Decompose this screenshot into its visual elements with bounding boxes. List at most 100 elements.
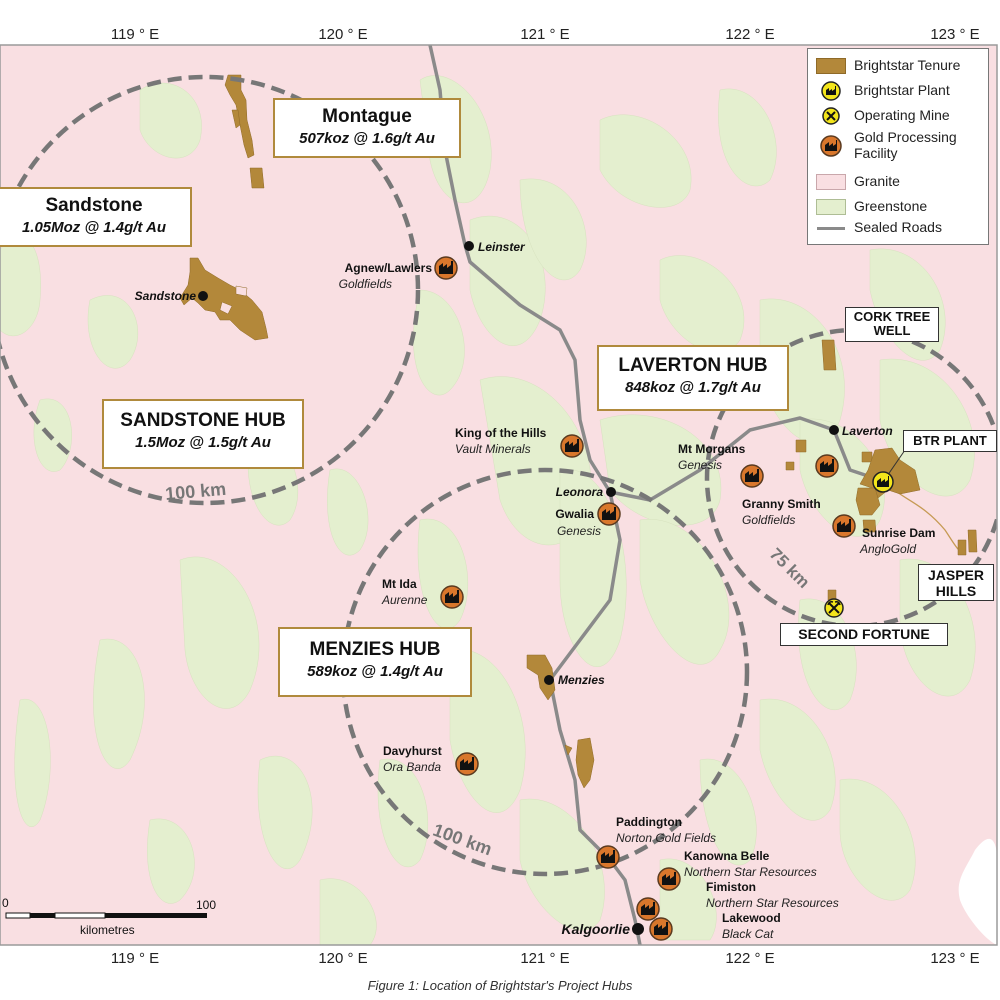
- longitude-label: 120 ° E: [318, 26, 367, 43]
- sandstone-deposit-label: Sandstone 1.05Moz @ 1.4g/t Au: [0, 187, 192, 247]
- facility-name: Kanowna Belle: [684, 849, 770, 863]
- facility-owner: Vault Minerals: [455, 442, 531, 456]
- legend-item-greenstone: Greenstone: [816, 198, 927, 216]
- facility-name: Sunrise Dam: [862, 526, 935, 540]
- facility-owner: Goldfields: [339, 277, 392, 291]
- facility-name: Paddington: [616, 815, 682, 829]
- facility-name: Gwalia: [555, 507, 594, 521]
- facility-owner: Northern Star Resources: [684, 865, 817, 879]
- legend-item-granite: Granite: [816, 173, 900, 191]
- town-markers: Leinster Sandstone Leonora Menzies Laver…: [135, 240, 893, 937]
- legend-item-gold-processing: Gold Processing Facility: [816, 129, 957, 163]
- salt-lake: [958, 838, 997, 945]
- plant-icon: [821, 81, 841, 101]
- town-label-leonora: Leonora: [556, 485, 604, 499]
- facility-icon: [740, 464, 764, 488]
- brightstar-tenure: [179, 74, 978, 789]
- longitude-labels-top: 119 ° E 120 ° E 121 ° E 122 ° E 123 ° E: [111, 26, 980, 43]
- facility-owner: Goldfields: [742, 513, 795, 527]
- facility-name: Fimiston: [706, 880, 756, 894]
- hub-resource: 1.5Moz @ 1.5g/t Au: [135, 434, 271, 451]
- legend-label: Greenstone: [854, 198, 928, 214]
- operating-mine-icon: [824, 598, 844, 618]
- laverton-hub-label: LAVERTON HUB 848koz @ 1.7g/t Au: [597, 345, 789, 411]
- town-label-laverton: Laverton: [842, 424, 893, 438]
- callout-line: WELL: [873, 323, 911, 338]
- longitude-label: 121 ° E: [520, 950, 569, 967]
- scale-bar: [5, 912, 207, 919]
- facility-icon: [434, 256, 458, 280]
- legend-label: Sealed Roads: [854, 219, 942, 235]
- callout-line: JASPER: [927, 567, 985, 583]
- facility-icon: [649, 917, 673, 941]
- legend-label: Brightstar Tenure: [854, 57, 961, 73]
- longitude-label: 120 ° E: [318, 950, 367, 967]
- longitude-label: 123 ° E: [930, 26, 979, 43]
- town-dot-sandstone: [198, 291, 208, 301]
- scale-start-label: 0: [2, 896, 9, 910]
- mine-icon: [822, 107, 840, 125]
- facility-name: Lakewood: [722, 911, 781, 925]
- hub-resource: 589koz @ 1.4g/t Au: [307, 663, 443, 680]
- gold-processing-facilities: Agnew/Lawlers Goldfields King of the Hil…: [339, 256, 935, 941]
- town-dot-leonora: [606, 487, 616, 497]
- facility-owner: AngloGold: [859, 542, 916, 556]
- tenure-swatch: [816, 58, 846, 74]
- longitude-label: 119 ° E: [111, 950, 159, 967]
- hub-title: LAVERTON HUB: [618, 355, 768, 376]
- facility-owner: Genesis: [557, 524, 601, 538]
- map-frame: [0, 44, 998, 946]
- legend-item-plant: Brightstar Plant: [816, 81, 950, 101]
- facility-name: Agnew/Lawlers: [345, 261, 433, 275]
- town-label-sandstone: Sandstone: [135, 289, 197, 303]
- hub-resource: 848koz @ 1.7g/t Au: [625, 379, 761, 396]
- longitude-label: 119 ° E: [111, 26, 159, 43]
- longitude-label: 121 ° E: [520, 26, 569, 43]
- road-swatch: [817, 226, 845, 230]
- sandstone-hub-label: SANDSTONE HUB 1.5Moz @ 1.5g/t Au: [102, 399, 304, 469]
- callout-line: SECOND FORTUNE: [798, 626, 930, 642]
- cork-tree-well-label: CORK TREE WELL: [845, 307, 939, 342]
- facility-icon: [455, 752, 479, 776]
- facility-owner: Genesis: [678, 458, 722, 472]
- town-dot-laverton: [829, 425, 839, 435]
- legend-label: Facility: [854, 145, 898, 161]
- scale-end-label: 100: [196, 898, 217, 912]
- facility-icon: [832, 514, 856, 538]
- facility-icon: [560, 434, 584, 458]
- town-dot-menzies: [544, 675, 554, 685]
- legend-label: Operating Mine: [854, 107, 950, 123]
- facility-name: Davyhurst: [383, 744, 442, 758]
- legend-item-tenure: Brightstar Tenure: [816, 57, 960, 75]
- facility-owner: Black Cat: [722, 927, 774, 941]
- brightstar-plant-icon: [872, 471, 894, 493]
- facility-icon: [636, 897, 660, 921]
- facility-name: Mt Morgans: [678, 442, 746, 456]
- menzies-hub-label: MENZIES HUB 589koz @ 1.4g/t Au: [278, 627, 472, 697]
- longitude-labels-bottom: 119 ° E 120 ° E 121 ° E 122 ° E 123 ° E: [111, 950, 980, 967]
- legend-item-operating-mine: Operating Mine: [816, 107, 950, 125]
- town-dot-leinster: [464, 241, 474, 251]
- greenstone-swatch: [816, 199, 846, 215]
- map-legend: Brightstar Tenure Brightstar Plant Opera…: [807, 48, 989, 245]
- montague-hub-label: Montague 507koz @ 1.6g/t Au: [273, 98, 461, 158]
- longitude-label: 122 ° E: [725, 950, 774, 967]
- facility-icon: [657, 867, 681, 891]
- facility-icon: [815, 454, 839, 478]
- town-label-menzies: Menzies: [558, 673, 605, 687]
- hub-resource: 1.05Moz @ 1.4g/t Au: [21, 219, 167, 236]
- facility-icon: [820, 135, 842, 157]
- scale-unit-label: kilometres: [80, 923, 135, 937]
- second-fortune-label: SECOND FORTUNE: [780, 623, 948, 646]
- facility-owner: Norton Gold Fields: [616, 831, 716, 845]
- town-label-kalgoorlie: Kalgoorlie: [562, 921, 631, 937]
- legend-item-roads: Sealed Roads: [816, 219, 942, 237]
- btr-plant-label: BTR PLANT: [903, 430, 997, 452]
- jasper-hills-label: JASPER HILLS: [918, 564, 994, 601]
- longitude-label: 123 ° E: [930, 950, 979, 967]
- figure-caption: Figure 1: Location of Brightstar's Proje…: [367, 978, 633, 993]
- hub-title: Montague: [322, 106, 412, 127]
- facility-owner: Aurenne: [381, 593, 428, 607]
- facility-name: Mt Ida: [382, 577, 417, 591]
- facility-icon: [440, 585, 464, 609]
